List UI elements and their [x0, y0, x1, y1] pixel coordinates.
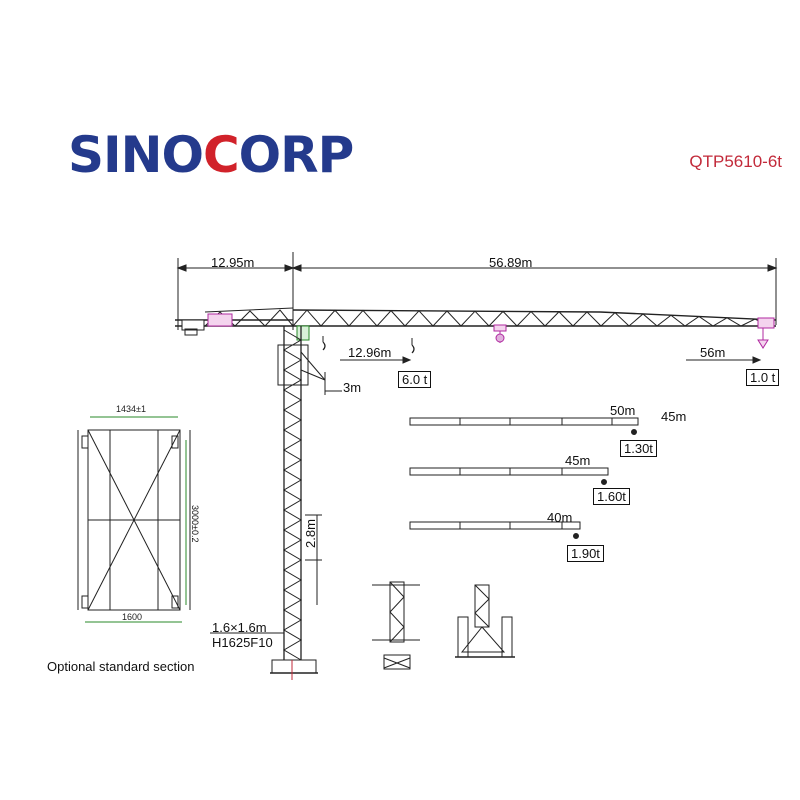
mast-code-label: H1625F10	[212, 635, 273, 650]
model-number: QTP5610-6t	[689, 152, 782, 171]
max-load-label: 6.0 t	[398, 371, 432, 388]
tip-load-label: 1.0 t	[746, 369, 780, 386]
dimension-main-jib: 56.89m	[489, 255, 533, 270]
jib-variant-length: 40m	[547, 510, 573, 525]
section-caption: Optional standard section	[47, 659, 195, 674]
dimension-cab-height: 3m	[343, 380, 362, 395]
section-height: 3000±0.2	[190, 505, 200, 543]
jib-variant-load: 1.60t	[593, 488, 630, 505]
company-logo: SINOCORP	[68, 130, 354, 180]
section-width-bottom: 1600	[122, 612, 143, 622]
jib-variant-length: 45m	[565, 453, 591, 468]
mast-size-label: 1.6×1.6m	[212, 620, 267, 635]
section-width-top: 1434±1	[116, 404, 146, 414]
dimension-section-height: 2.8m	[303, 519, 318, 548]
jib-variant-length: 50m	[610, 403, 636, 418]
logo-text: SINOCORP	[68, 126, 354, 184]
dimension-radius-max-load: 12.96m	[348, 345, 392, 360]
jib-variant-extra: 45m	[661, 409, 687, 424]
jib-variant-load: 1.30t	[620, 440, 657, 457]
dimension-radius-tip: 56m	[700, 345, 726, 360]
dimension-counter-jib: 12.95m	[211, 255, 255, 270]
jib-variant-load: 1.90t	[567, 545, 604, 562]
